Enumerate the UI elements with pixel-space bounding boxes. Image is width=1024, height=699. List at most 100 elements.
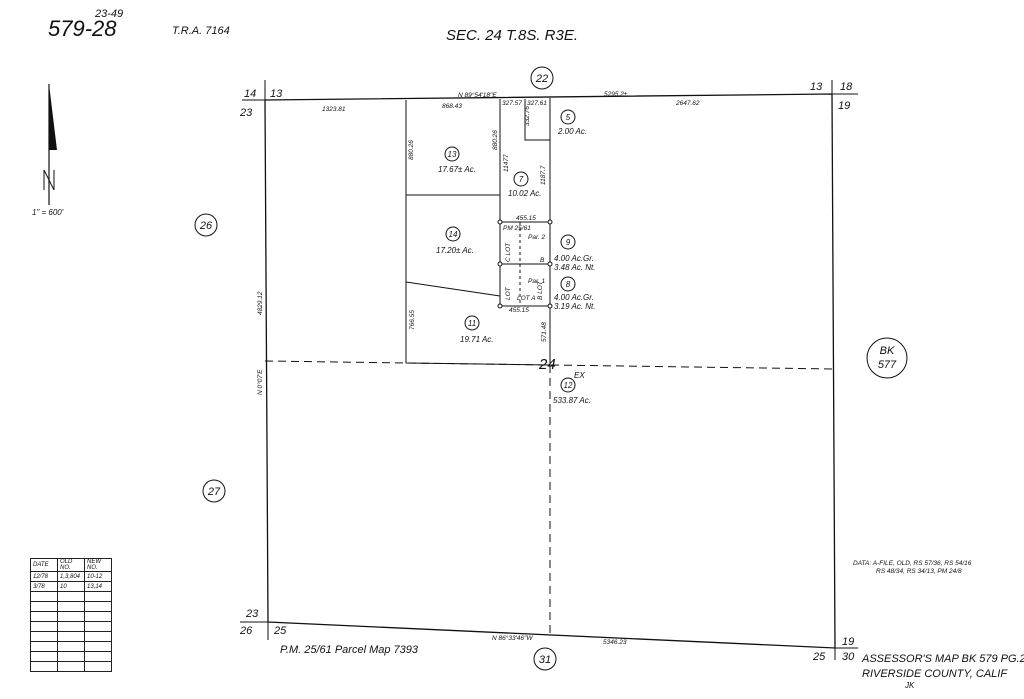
revision-cell <box>57 651 85 662</box>
corner-num: 14 <box>244 88 256 100</box>
lot-a: LOT A <box>517 295 536 302</box>
revision-row <box>30 641 112 652</box>
dim-p13-top: 868.43 <box>442 103 462 110</box>
svg-text:8: 8 <box>566 280 571 289</box>
svg-text:7: 7 <box>519 175 524 184</box>
revision-cell <box>30 601 58 612</box>
revision-header: DATE <box>30 558 58 572</box>
svg-text:10.02 Ac.: 10.02 Ac. <box>508 189 542 198</box>
corner-num: 26 <box>239 625 253 637</box>
corner-num: 19 <box>838 100 850 112</box>
revision-cell <box>57 621 85 632</box>
section-circle-south: 31 <box>533 647 557 671</box>
svg-text:27: 27 <box>207 486 221 498</box>
revision-row <box>30 591 112 602</box>
revision-cell <box>30 651 58 662</box>
section-circle-west-upper: 26 <box>194 213 218 237</box>
parcel-9: 9 4.00 Ac.Gr. 3.48 Ac. Nt. <box>554 234 596 272</box>
svg-text:533.87 Ac.: 533.87 Ac. <box>553 396 591 405</box>
section-title: SEC. 24 T.8S. R3E. <box>446 27 578 44</box>
dim-p13-side: 880.26 <box>408 140 415 160</box>
revision-header: OLD NO. <box>57 558 85 572</box>
lot-par2: Par. 2 <box>528 234 545 241</box>
parcel-5: 5 2.00 Ac. <box>557 109 587 136</box>
parcel-11: 11 19.71 Ac. <box>460 315 494 344</box>
revision-cell: 3/78 <box>30 581 58 592</box>
dim-p7-side-b: 11477 <box>503 154 510 172</box>
svg-text:4.00 Ac.Gr.: 4.00 Ac.Gr. <box>554 293 594 302</box>
revision-cell <box>30 611 58 622</box>
dim-top-bearing: N 89°54'18"E <box>458 91 497 99</box>
dim-lot-bottom: 455.15 <box>509 307 529 314</box>
parcel-7: 7 10.02 Ac. <box>508 171 542 198</box>
assessor-line1: ASSESSOR'S MAP BK 579 PG.28 <box>861 653 1024 665</box>
revision-cell <box>57 631 85 642</box>
svg-text:4.00 Ac.Gr.: 4.00 Ac.Gr. <box>554 254 594 263</box>
data-note-line1: DATA: A-FILE, OLD, RS 57/36, RS 54/16 <box>853 560 972 567</box>
revision-cell <box>84 621 112 632</box>
corner-num: 25 <box>812 651 826 663</box>
lot-mid: B <box>540 257 545 264</box>
revision-cell <box>84 611 112 622</box>
svg-text:17.67± Ac.: 17.67± Ac. <box>438 165 476 174</box>
lot-label: LOT <box>505 286 512 300</box>
revision-cell <box>57 661 85 672</box>
corner-num: 23 <box>245 608 259 620</box>
drafter-initials: JK <box>904 681 915 690</box>
parcel-14: 14 17.20± Ac. <box>436 226 474 255</box>
revision-cell: 10-12 <box>84 571 112 582</box>
parcel-8: 8 4.00 Ac.Gr. 3.19 Ac. Nt. <box>554 276 596 311</box>
revision-header-row: DATE OLD NO. NEW NO. <box>30 558 112 572</box>
section-boundary <box>240 80 858 660</box>
dim-west-bearing: N 0°07'E <box>256 369 264 395</box>
section-center-number: 24 <box>538 356 556 373</box>
dim-p11-side: 766.55 <box>409 310 416 330</box>
revision-row <box>30 631 112 642</box>
revision-row <box>30 611 112 622</box>
corner-num: 23 <box>239 107 253 119</box>
revision-cell <box>57 601 85 612</box>
dim-p5-top: 327.61 <box>527 100 547 107</box>
svg-text:2.00 Ac.: 2.00 Ac. <box>557 127 587 136</box>
svg-text:EX: EX <box>574 371 585 380</box>
svg-text:22: 22 <box>535 73 548 85</box>
book-reference: BK 577 <box>866 337 908 379</box>
revision-cell <box>30 621 58 632</box>
svg-text:19.71 Ac.: 19.71 Ac. <box>460 335 494 344</box>
dim-top-left: 1323.81 <box>322 106 346 113</box>
revision-row <box>30 651 112 662</box>
north-arrow-icon <box>43 84 57 205</box>
svg-text:9: 9 <box>566 238 571 247</box>
revision-cell <box>57 591 85 602</box>
revision-cell <box>84 651 112 662</box>
revision-cell <box>57 641 85 652</box>
svg-text:577: 577 <box>878 359 897 371</box>
revision-cell: 1,3,804 <box>57 571 85 582</box>
revision-row <box>30 601 112 612</box>
map-number: 579-28 <box>48 16 117 41</box>
revision-cell <box>30 591 58 602</box>
svg-text:26: 26 <box>199 220 213 232</box>
revision-cell <box>84 601 112 612</box>
svg-text:5: 5 <box>566 113 571 122</box>
svg-text:12: 12 <box>564 381 573 390</box>
revision-cell <box>57 611 85 622</box>
revision-cell <box>84 591 112 602</box>
revision-row <box>30 621 112 632</box>
revision-cell <box>84 661 112 672</box>
dim-lot-top: 455.15 <box>516 215 536 222</box>
corner-num: 13 <box>810 81 823 93</box>
revision-cell <box>30 631 58 642</box>
assessor-line2: RIVERSIDE COUNTY, CALIF <box>862 668 1008 680</box>
map-prefix: 23-49 <box>94 8 123 20</box>
lot-par1: Par. 1 <box>528 278 545 285</box>
revision-cell <box>30 661 58 672</box>
svg-text:14: 14 <box>449 230 458 239</box>
tra-code: T.R.A. 7164 <box>172 25 230 37</box>
quarter-line-ew <box>264 360 836 370</box>
svg-text:13: 13 <box>448 150 457 159</box>
revision-cell <box>84 641 112 652</box>
